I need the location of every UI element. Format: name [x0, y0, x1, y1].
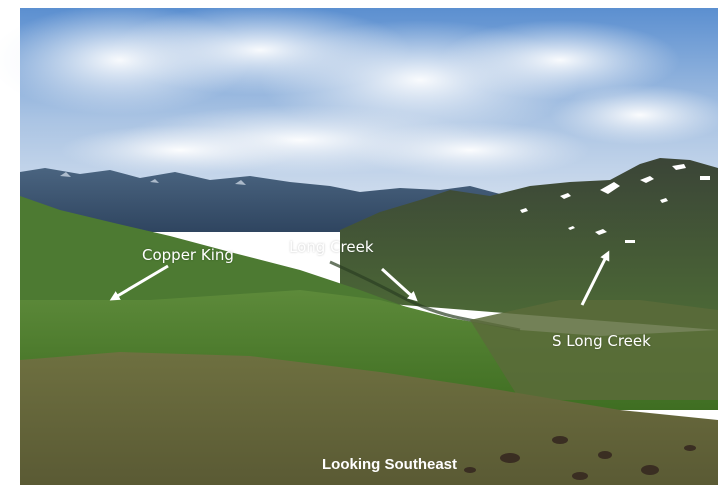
foreground-tundra [20, 352, 718, 485]
label-s-long-creek: S Long Creek [552, 332, 651, 350]
label-copper-king: Copper King [142, 246, 234, 264]
arrow-s-long-creek [580, 250, 610, 306]
label-long-creek: Long Creek [289, 238, 374, 256]
arrow-long-creek [380, 267, 418, 302]
arrow-copper-king [109, 264, 169, 301]
right-ridge [340, 158, 718, 330]
caption-looking-southeast: Looking Southeast [322, 456, 457, 473]
rocks [464, 436, 696, 480]
clouds [0, 5, 719, 178]
